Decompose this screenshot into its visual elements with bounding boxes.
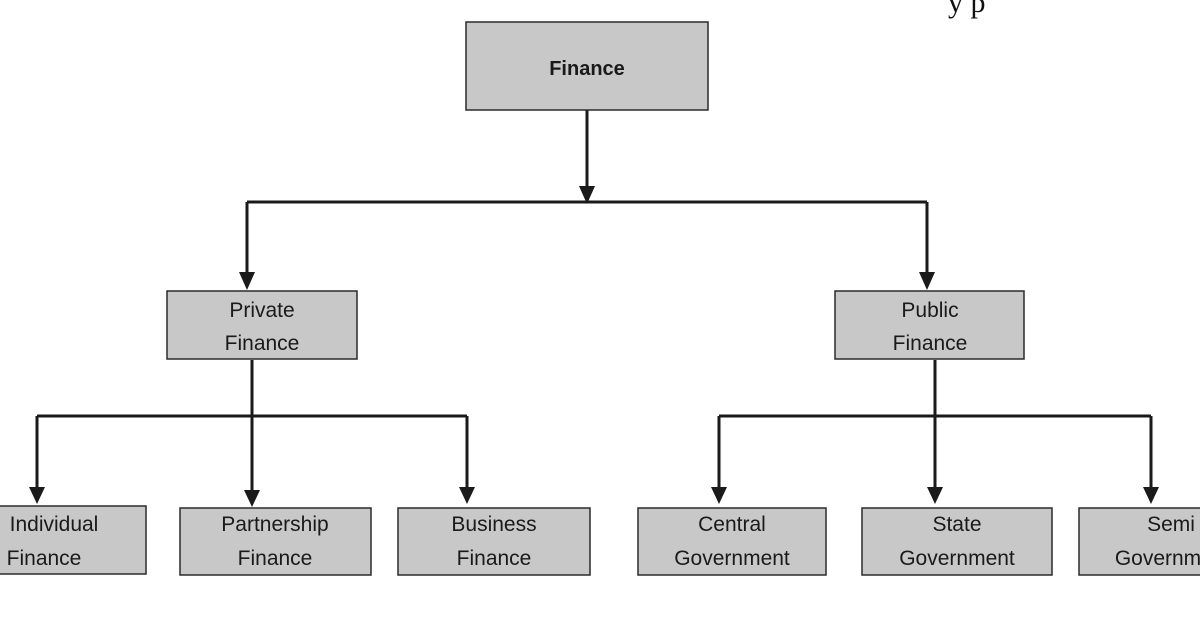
arrowheads bbox=[29, 186, 1159, 507]
node-state-government-line2: Government bbox=[899, 547, 1015, 570]
node-finance: Finance bbox=[465, 21, 709, 111]
node-semi-government-line2: Governm bbox=[1115, 547, 1200, 570]
node-private-finance: Private Finance bbox=[166, 290, 358, 360]
node-state-government: State Government bbox=[861, 507, 1053, 576]
node-business-finance-line2: Finance bbox=[457, 547, 532, 570]
node-central-government: Central Government bbox=[637, 507, 827, 576]
arrowhead-business bbox=[459, 487, 475, 504]
header-text-fragment: y p bbox=[948, 0, 986, 19]
arrowhead-partnership bbox=[244, 490, 260, 507]
node-public-finance-line2: Finance bbox=[893, 332, 968, 355]
node-semi-government-line1: Semi bbox=[1147, 513, 1195, 536]
node-central-government-line1: Central bbox=[698, 513, 766, 536]
arrowhead-semi bbox=[1143, 487, 1159, 504]
node-private-finance-line1: Private bbox=[229, 299, 294, 322]
node-state-government-line1: State bbox=[932, 513, 981, 536]
node-central-government-line2: Government bbox=[674, 547, 790, 570]
node-individual-finance-line1: Individual bbox=[10, 513, 99, 536]
node-public-finance: Public Finance bbox=[834, 290, 1025, 360]
arrowhead-public bbox=[919, 272, 935, 290]
node-private-finance-line2: Finance bbox=[225, 332, 300, 355]
node-individual-finance: Individual Finance bbox=[0, 505, 147, 575]
node-finance-label: Finance bbox=[549, 58, 625, 80]
arrowhead-central bbox=[711, 487, 727, 504]
node-business-finance: Business Finance bbox=[397, 507, 591, 576]
arrowhead-individual bbox=[29, 487, 45, 504]
node-semi-government: Semi Governm bbox=[1078, 507, 1200, 576]
node-public-finance-line1: Public bbox=[901, 299, 958, 322]
node-business-finance-line1: Business bbox=[451, 513, 536, 536]
arrowhead-private bbox=[239, 272, 255, 290]
node-partnership-finance-line2: Finance bbox=[238, 547, 313, 570]
node-partnership-finance-line1: Partnership bbox=[221, 513, 328, 536]
node-individual-finance-line2: Finance bbox=[7, 547, 82, 570]
arrowhead-finance-bar bbox=[579, 186, 595, 204]
arrowhead-state bbox=[927, 487, 943, 504]
node-partnership-finance: Partnership Finance bbox=[179, 507, 372, 576]
